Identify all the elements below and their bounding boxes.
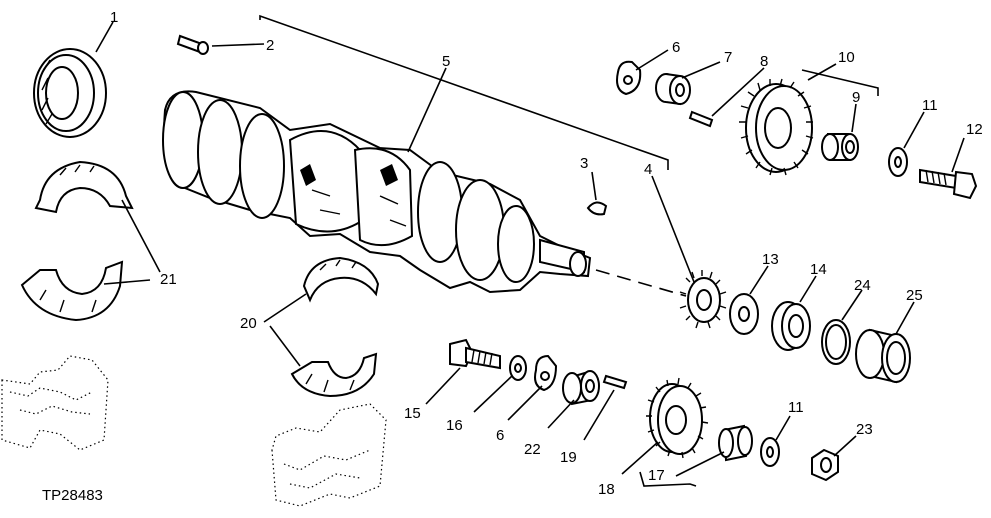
callout-21: 21 bbox=[160, 271, 177, 288]
callout-19: 19 bbox=[560, 449, 577, 466]
callout-24: 24 bbox=[854, 277, 871, 294]
part-15-cap-screw-lower bbox=[449, 338, 501, 370]
callout-2: 2 bbox=[266, 37, 274, 54]
part-9-idler-bushing bbox=[821, 133, 859, 161]
group-bracket-crankshaft bbox=[259, 14, 669, 170]
callout-18: 18 bbox=[598, 481, 615, 498]
callout-11-lower: 11 bbox=[788, 399, 804, 416]
part-16-lower-washer bbox=[509, 355, 527, 381]
callout-8: 8 bbox=[760, 53, 768, 70]
callout-23: 23 bbox=[856, 421, 873, 438]
engine-block-reference-outline-left bbox=[1, 355, 109, 451]
part-1-seal-ring bbox=[33, 48, 107, 138]
callout-12: 12 bbox=[966, 121, 983, 138]
group-bracket-lower-gear bbox=[639, 471, 697, 487]
part-13-thrust-washer bbox=[729, 293, 759, 335]
part-10-idler-gear bbox=[739, 78, 814, 176]
part-14-bearing bbox=[771, 301, 811, 351]
callout-11-upper: 11 bbox=[922, 97, 938, 114]
part-22-lower-spacer bbox=[562, 370, 600, 406]
part-11-upper-washer bbox=[888, 147, 908, 177]
callout-4: 4 bbox=[644, 161, 652, 178]
callout-5: 5 bbox=[442, 53, 450, 70]
part-18-lower-gear bbox=[646, 377, 709, 459]
callout-20: 20 bbox=[240, 315, 257, 332]
part-24-o-ring bbox=[821, 319, 851, 365]
part-25-sleeve bbox=[855, 328, 911, 384]
callout-7: 7 bbox=[724, 49, 732, 66]
engine-block-reference-outline-center bbox=[271, 403, 387, 507]
leader-lines bbox=[95, 21, 965, 477]
part-4-crankshaft-gear bbox=[679, 270, 727, 329]
part-12-cap-screw bbox=[919, 168, 978, 200]
part-20-rod-bearing-shells bbox=[290, 256, 380, 398]
callout-3: 3 bbox=[580, 155, 588, 172]
callout-17: 17 bbox=[648, 467, 665, 484]
callout-9: 9 bbox=[852, 89, 860, 106]
group-bracket-idler bbox=[801, 69, 879, 96]
part-3-woodruff-key bbox=[586, 201, 608, 216]
callout-10: 10 bbox=[838, 49, 855, 66]
part-23-nut bbox=[811, 448, 839, 482]
callout-14: 14 bbox=[810, 261, 827, 278]
figure-id: TP28483 bbox=[42, 487, 103, 504]
callout-25: 25 bbox=[906, 287, 923, 304]
callout-16: 16 bbox=[446, 417, 463, 434]
part-5-crankshaft bbox=[162, 90, 592, 294]
part-2-dowel-pin bbox=[176, 34, 209, 55]
part-6-upper-lock-plate bbox=[616, 60, 642, 96]
part-6-lower-lock-plate bbox=[534, 354, 558, 392]
callout-6-lower: 6 bbox=[496, 427, 504, 444]
part-19-lower-pin bbox=[602, 374, 628, 390]
centerline-crank-gear bbox=[595, 269, 687, 297]
part-11-lower-washer bbox=[760, 437, 780, 467]
part-17-lower-bushing bbox=[718, 424, 753, 462]
callout-labels: 1 2 5 3 4 6 7 8 10 9 11 12 13 14 24 25 2… bbox=[110, 9, 983, 498]
callout-1: 1 bbox=[110, 9, 118, 26]
callout-15: 15 bbox=[404, 405, 421, 422]
callout-13: 13 bbox=[762, 251, 779, 268]
callout-6-upper: 6 bbox=[672, 39, 680, 56]
part-8-upper-pin bbox=[688, 110, 714, 128]
callout-22: 22 bbox=[524, 441, 541, 458]
part-21-main-bearing-shells bbox=[20, 160, 134, 322]
part-7-upper-spacer bbox=[655, 73, 691, 106]
